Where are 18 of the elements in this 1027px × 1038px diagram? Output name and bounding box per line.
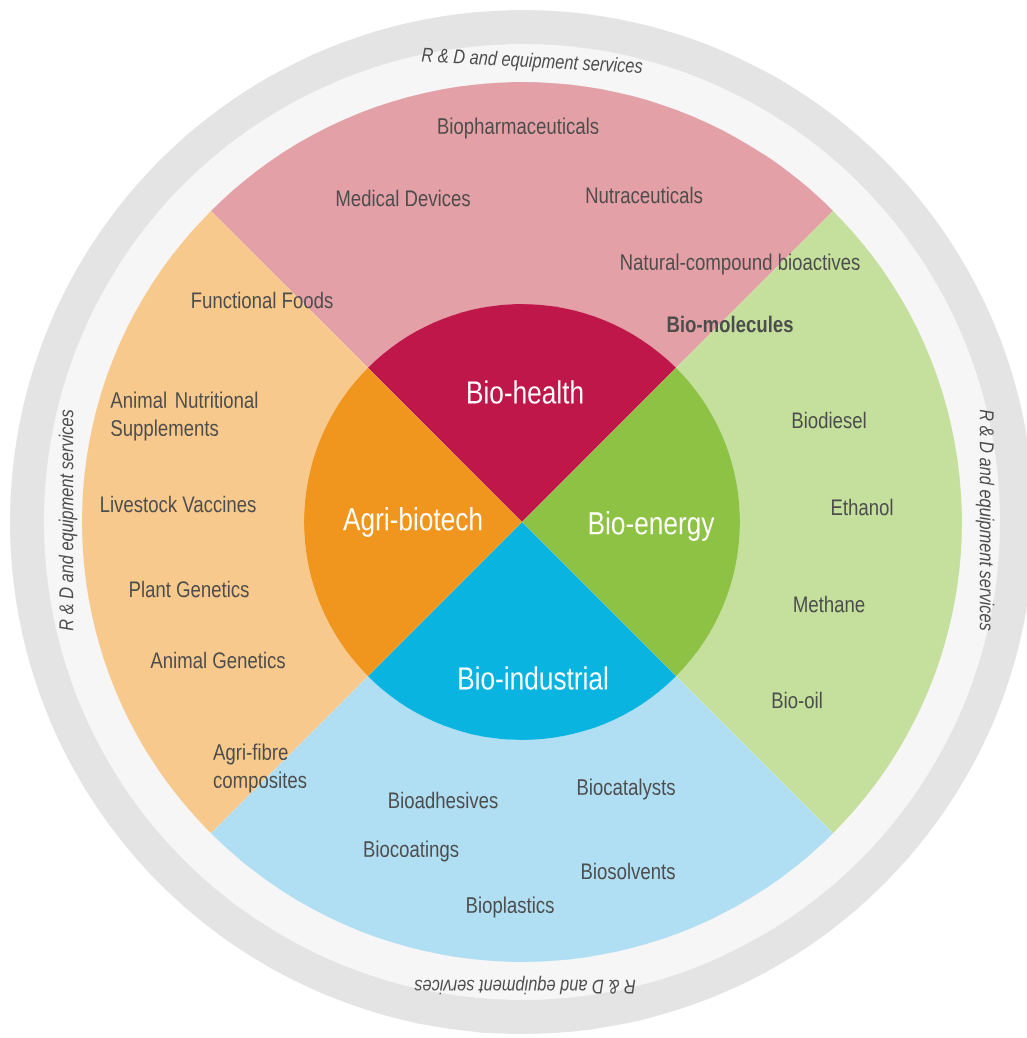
item-label: Biopharmaceuticals	[438, 117, 599, 139]
item-label: Biocatalysts	[577, 778, 675, 800]
item-label: Livestock Vaccines	[101, 495, 256, 513]
item-label: Natural-compound bioactives	[621, 253, 860, 275]
item-label: Functional Foods	[192, 291, 333, 309]
item-label: Nutraceuticals	[586, 186, 703, 204]
item-label: Bio-oil	[772, 691, 822, 709]
item-label: Animal Nutritional Supplements	[110, 391, 258, 441]
item-label: Methane	[794, 595, 865, 613]
item-label: Ethanol	[832, 498, 893, 516]
item-label: Bioadhesives	[389, 791, 498, 809]
item-label: Biodiesel	[792, 411, 866, 429]
item-label: Biosolvents	[582, 862, 675, 880]
item-label: Animal Genetics	[150, 651, 285, 669]
item-label: Bioplastics	[467, 896, 554, 918]
item-label: Medical Devices	[336, 189, 470, 207]
item-label: Plant Genetics	[130, 580, 249, 598]
item-label: Biocoatings	[364, 840, 459, 862]
